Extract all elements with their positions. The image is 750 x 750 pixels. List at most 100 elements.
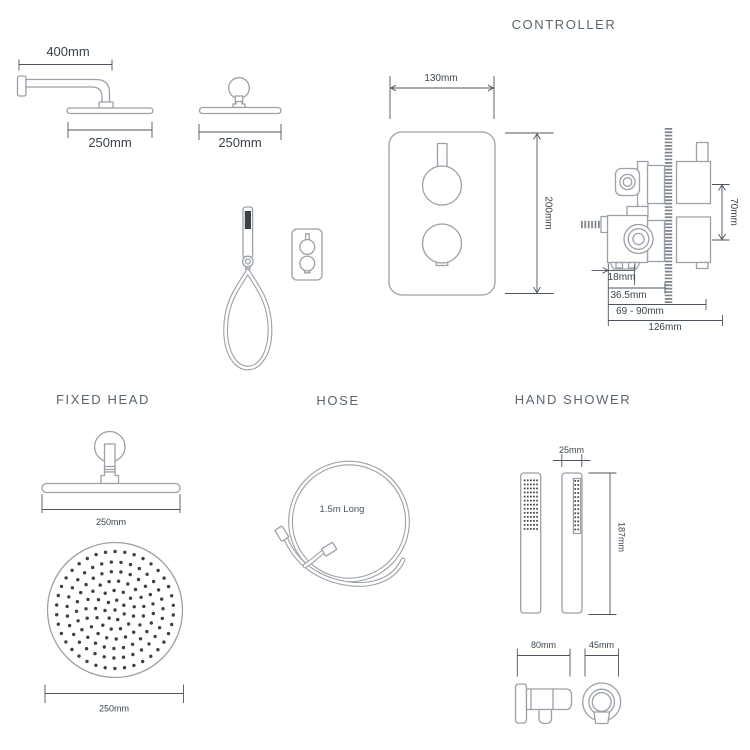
dim-controller-height: 200mm bbox=[505, 132, 554, 294]
mount-stem bbox=[103, 443, 116, 473]
fixed-head-face-view: 250mm bbox=[44, 541, 184, 714]
mini-bottom-knob bbox=[299, 255, 316, 272]
dim-top-head-width: 250mm bbox=[198, 124, 282, 150]
top-handle bbox=[675, 160, 712, 205]
wand-front-nozzles bbox=[523, 479, 538, 530]
arm-side-view: 400mm 250mm bbox=[16, 44, 154, 150]
controller-width-label: 130mm bbox=[424, 73, 457, 84]
hose-title: HOSE bbox=[316, 393, 359, 408]
top-port-inner bbox=[622, 177, 633, 187]
controller-title: CONTROLLER bbox=[512, 17, 617, 32]
hose-length-label: 1.5m Long bbox=[320, 504, 365, 515]
wand-side-strip bbox=[572, 477, 582, 535]
foot-tab-left bbox=[615, 261, 624, 269]
dim-outlet-depth: 80mm bbox=[516, 640, 571, 677]
dim-outlet-width: 45mm bbox=[584, 640, 619, 677]
dim-valve-depth-min: 36.5mm bbox=[608, 282, 666, 301]
hand-shower-side-view bbox=[561, 472, 583, 614]
controller-front-view: 130mm 200mm bbox=[388, 73, 554, 296]
mini-controller-faceplate bbox=[291, 228, 323, 281]
arm-outer-line bbox=[25, 78, 111, 103]
holder-ring-inner bbox=[244, 258, 251, 265]
holder-ring bbox=[241, 255, 254, 268]
hose-loop bbox=[223, 266, 273, 371]
dim-controller-width: 130mm bbox=[389, 73, 495, 119]
bottom-port-ring3 bbox=[632, 232, 645, 246]
top-handle-stem bbox=[695, 141, 709, 164]
bottom-handle bbox=[675, 216, 712, 264]
arm-length-label: 400mm bbox=[46, 44, 89, 59]
head-top-view: 250mm bbox=[198, 77, 282, 150]
head-face bbox=[46, 541, 184, 679]
hose-ring-inner bbox=[289, 461, 409, 582]
valve-foot-width-label: 18mm bbox=[608, 272, 636, 283]
dim-valve-overall-depth: 126mm bbox=[608, 315, 723, 333]
dim-fixed-head-face: 250mm bbox=[44, 684, 184, 714]
bottom-knob bbox=[421, 223, 463, 264]
dim-arm-length: 400mm bbox=[18, 44, 113, 71]
arm-connector bbox=[98, 101, 114, 109]
controller-valve-side-view: 70mm 18mm 36.5mm 69 - 90mm 126mm bbox=[581, 128, 739, 333]
wand-front bbox=[520, 472, 542, 614]
outlet-front-view bbox=[582, 682, 622, 725]
valve-handle-offset-label: 70mm bbox=[728, 198, 739, 226]
valve-depth-range-label: 69 - 90mm bbox=[616, 306, 664, 317]
head-profile bbox=[41, 482, 181, 494]
wall-flange bbox=[16, 75, 27, 97]
fixed-head-face-label: 250mm bbox=[99, 704, 129, 714]
hose-loop-inner bbox=[224, 269, 272, 370]
head-flare bbox=[100, 471, 120, 485]
hand-shower-width-label: 25mm bbox=[559, 445, 584, 455]
bottom-handle-stem bbox=[695, 261, 709, 270]
arm-head-width-label: 250mm bbox=[88, 135, 131, 150]
mini-top-knob bbox=[299, 238, 316, 256]
top-port-outer bbox=[619, 173, 636, 191]
nozzle-dot-rings bbox=[55, 549, 175, 671]
valve-overall-depth-label: 126mm bbox=[648, 322, 681, 333]
faceplate bbox=[388, 131, 496, 296]
head-profile bbox=[66, 107, 154, 115]
dim-valve-handle-offset: 70mm bbox=[712, 184, 739, 241]
head-joint bbox=[232, 100, 246, 109]
top-cartridge bbox=[646, 164, 666, 205]
hose-coil: 1.5m Long bbox=[274, 460, 410, 587]
dim-fixed-head-side: 250mm bbox=[41, 494, 181, 527]
hand-shower-front-view bbox=[520, 472, 542, 614]
wand-nozzle-strip bbox=[244, 211, 251, 229]
hose-fitting-free-end bbox=[274, 525, 290, 542]
fixed-head-title: FIXED HEAD bbox=[56, 392, 150, 407]
hand-shower-title: HAND SHOWER bbox=[515, 392, 632, 407]
top-head-width-label: 250mm bbox=[218, 135, 261, 150]
valve-depth-min-label: 36.5mm bbox=[611, 290, 647, 301]
ceiling-mount bbox=[228, 77, 250, 99]
dim-arm-head-width: 250mm bbox=[67, 122, 153, 150]
wand-side bbox=[561, 472, 583, 614]
dim-valve-foot-width: 18mm bbox=[591, 264, 636, 285]
hose-fitting-inner-end bbox=[321, 541, 338, 557]
outlet-side-view bbox=[514, 683, 573, 725]
top-knob bbox=[421, 165, 463, 206]
dim-hand-shower-length: 187mm bbox=[588, 472, 627, 615]
hose-tail bbox=[282, 532, 406, 587]
bottom-port-ring2 bbox=[627, 228, 650, 250]
controller-height-label: 200mm bbox=[543, 196, 554, 229]
head-profile bbox=[198, 106, 282, 115]
outlet-body bbox=[525, 688, 573, 711]
top-knob-lever bbox=[436, 142, 448, 169]
outlet-holder-cup bbox=[538, 708, 553, 725]
hand-shower-with-hose bbox=[223, 206, 273, 371]
fixed-head-side-label: 250mm bbox=[96, 517, 126, 527]
hose-tail-inner bbox=[283, 533, 405, 586]
outlet-depth-label: 80mm bbox=[531, 640, 556, 650]
hand-shower-length-label: 187mm bbox=[617, 522, 627, 552]
arm-inner-line bbox=[25, 86, 103, 103]
dim-hand-shower-width: 25mm bbox=[553, 445, 591, 467]
wand-side-nozzles bbox=[574, 480, 580, 531]
outlet-width-label: 45mm bbox=[589, 640, 614, 650]
hose-end-curve-inner bbox=[303, 548, 327, 568]
outlet-wall-plate bbox=[514, 683, 528, 724]
outlet-front-clip bbox=[593, 711, 611, 725]
fixed-head-side-view: 250mm bbox=[41, 430, 181, 527]
